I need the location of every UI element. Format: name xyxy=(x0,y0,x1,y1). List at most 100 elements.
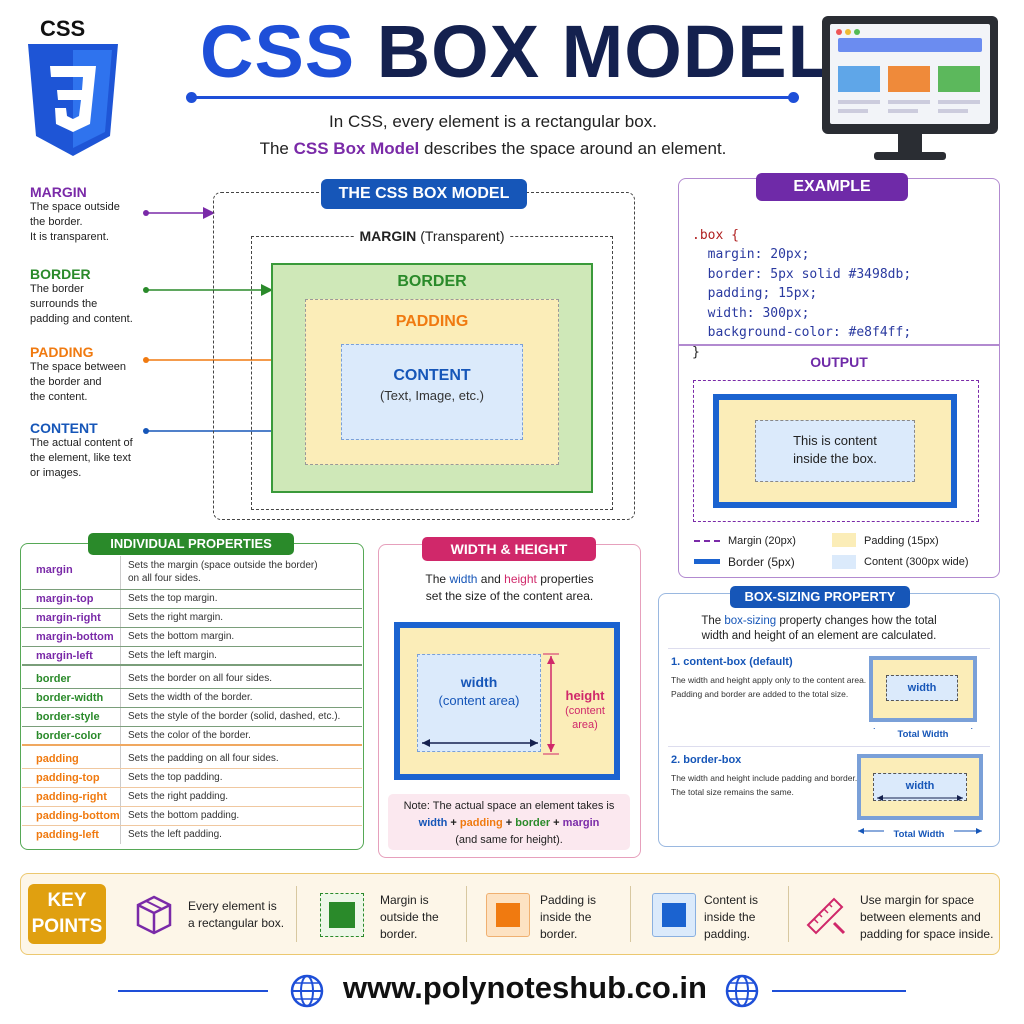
wh-note: Note: The actual space an element takes … xyxy=(388,794,630,850)
globe-icon xyxy=(290,974,324,1008)
code-line-4: padding; 15px; xyxy=(692,286,818,301)
margin-label-text: MARGIN xyxy=(359,228,417,244)
legend-content: CONTENT The actual content of the elemen… xyxy=(30,420,133,481)
table-row: margin Sets the margin (space outside th… xyxy=(22,558,362,590)
border-box-width-label: width xyxy=(905,780,935,792)
content-square-icon xyxy=(652,893,696,937)
code-line-2: margin: 20px; xyxy=(692,247,810,262)
monitor-icon xyxy=(822,16,998,164)
legend-border-line1: The border xyxy=(30,283,84,295)
content-box-title: 1. content-box (default) xyxy=(671,656,793,668)
code-line-7: } xyxy=(692,344,700,360)
subtitle-highlight: CSS Box Model xyxy=(293,139,420,158)
example-code: .box { margin: 20px; border: 5px solid #… xyxy=(692,206,911,382)
border-box-width-arrow xyxy=(877,795,963,801)
key-content-swatch xyxy=(832,555,856,569)
border-box-inner xyxy=(873,773,967,801)
padding-square-icon xyxy=(486,893,530,937)
example-heading: EXAMPLE xyxy=(756,173,908,201)
legend-padding-title: PADDING xyxy=(30,344,94,360)
box-sizing-divider-mid xyxy=(668,746,990,747)
border-label: BORDER xyxy=(397,273,467,290)
css3-logo: CSS xyxy=(26,16,126,156)
content-box-desc: The width and height apply only to the c… xyxy=(671,675,867,699)
subtitle-line2: The CSS Box Model describes the space ar… xyxy=(190,139,796,159)
legend-content-line2: the element, like text xyxy=(30,452,131,464)
output-divider xyxy=(679,344,999,346)
properties-table: margin Sets the margin (space outside th… xyxy=(22,556,362,846)
legend-margin-title: MARGIN xyxy=(30,184,87,200)
box-model-heading: THE CSS BOX MODEL xyxy=(321,179,527,209)
content-box-width-label: width xyxy=(907,682,937,694)
kp-divider-1 xyxy=(296,886,297,942)
legend-margin-line1: The space outside xyxy=(30,201,120,213)
legend-padding-line2: the border and xyxy=(30,376,102,388)
key-margin-label: Margin (20px) xyxy=(728,535,796,547)
code-line-3: border: 5px solid #3498db; xyxy=(692,266,912,282)
ruler-pencil-icon xyxy=(806,897,846,935)
border-box-title: 2. border-box xyxy=(671,754,742,766)
wh-height-label: height xyxy=(565,688,605,703)
wh-width-note: (content area) xyxy=(438,693,520,708)
code-line-6: background-color: #e8f4ff; xyxy=(692,325,912,340)
legend-margin-line2: the border. xyxy=(30,216,83,228)
properties-column-divider xyxy=(120,556,121,844)
title-underline xyxy=(190,96,796,99)
kp-divider-2 xyxy=(466,886,467,942)
legend-content-line1: The actual content of xyxy=(30,437,133,449)
output-margin xyxy=(693,380,979,522)
legend-content-line3: or images. xyxy=(30,467,82,479)
legend-border: BORDER The border surrounds the padding … xyxy=(30,266,133,327)
wh-height-note-2: area) xyxy=(572,719,598,731)
key-border-swatch xyxy=(694,559,720,564)
code-line-5: width: 300px; xyxy=(692,305,810,321)
output-content xyxy=(755,420,915,482)
border-box-desc: The width and height include padding and… xyxy=(671,773,858,797)
legend-margin: MARGIN The space outside the border. It … xyxy=(30,184,120,245)
subtitle-line1: In CSS, every element is a rectangular b… xyxy=(329,112,657,131)
legend-border-line3: padding and content. xyxy=(30,313,133,325)
width-height-intro: The width and height properties set the … xyxy=(425,572,594,603)
output-text-1: This is content xyxy=(793,433,877,448)
cube-icon xyxy=(136,895,172,935)
legend-border-title: BORDER xyxy=(30,266,91,282)
key-border-label: Border (5px) xyxy=(728,555,795,569)
footer-line-left xyxy=(118,990,268,992)
key-points-heading: KEY POINTS xyxy=(28,884,106,944)
content-note: (Text, Image, etc.) xyxy=(379,388,485,403)
css3-shield-icon xyxy=(28,44,118,156)
subtitle-post: describes the space around an element. xyxy=(423,139,727,158)
output-heading: OUTPUT xyxy=(810,354,868,370)
footer-url[interactable]: www.polynoteshub.co.in xyxy=(343,970,707,1005)
wh-content-box xyxy=(417,654,541,752)
content-label: CONTENT xyxy=(393,367,471,384)
legend-padding-line3: the content. xyxy=(30,391,88,403)
page-title: CSS BOX MODEL xyxy=(200,10,834,94)
box-sizing-divider-top xyxy=(668,648,990,649)
box-sizing-heading: BOX-SIZING PROPERTY xyxy=(730,586,910,608)
content-area xyxy=(341,344,523,440)
wh-arrows xyxy=(422,653,559,755)
legend: MARGIN The space outside the border. It … xyxy=(30,184,200,494)
content-box-total-width: Total Width xyxy=(869,729,977,740)
title-css: CSS xyxy=(200,10,356,93)
padding-label: PADDING xyxy=(395,313,469,330)
margin-note: (Transparent) xyxy=(420,228,505,244)
globe-icon xyxy=(725,974,759,1008)
legend-padding: PADDING The space between the border and… xyxy=(30,344,126,405)
properties-heading: INDIVIDUAL PROPERTIES xyxy=(88,533,294,555)
wh-height-note-1: (content xyxy=(565,705,605,717)
